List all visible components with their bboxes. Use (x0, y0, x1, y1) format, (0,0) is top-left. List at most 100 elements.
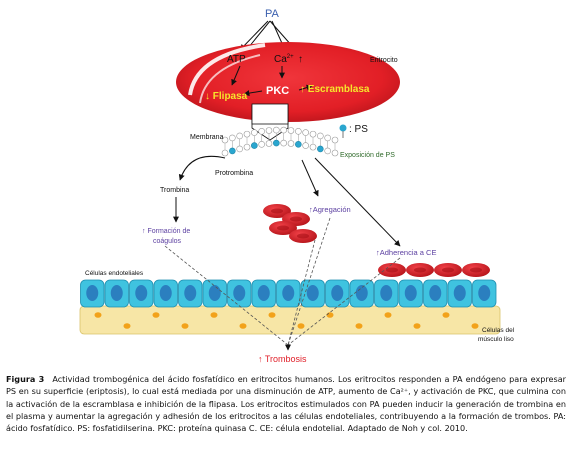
endothelial-nucleus (331, 285, 344, 301)
lipid-head-inner (243, 143, 251, 151)
flipasa-label: ↓ Flipasa (205, 91, 248, 102)
endothelial-nucleus (380, 285, 393, 301)
lipid-head-outer (243, 130, 251, 138)
lipid-head-outer (273, 126, 280, 134)
endothelial-nucleus (135, 285, 148, 301)
lipid-head-inner (280, 139, 287, 147)
muscle-nucleus (355, 323, 363, 329)
lipid-head-outer (302, 129, 309, 136)
muscle-nucleus (239, 323, 247, 329)
lipid-head-inner (258, 141, 265, 148)
smooth-muscle-nuclei (94, 312, 479, 329)
endothelial-nucleus (306, 285, 319, 301)
thrombogenic-diagram: PA ATP Ca2+ ↑ PKC ↓ Flipasa ↑ Escramblas… (79, 8, 515, 364)
endothelial-nucleus (257, 285, 270, 301)
ca-up-arrow: ↑ (298, 54, 303, 65)
arrow-pkc-escramblasa (298, 84, 313, 91)
atp-label: ATP (227, 54, 246, 65)
muscle-nucleus (94, 312, 102, 318)
pkc-label: PKC (266, 85, 289, 97)
ps-key (339, 124, 347, 138)
lipid-head-inner (287, 140, 295, 147)
formacion-label-2: coágulos (153, 238, 182, 245)
erythrocyte-highlight-2 (199, 54, 261, 104)
ps-head (229, 147, 236, 155)
lipid-head-outer (229, 134, 236, 142)
lipid-head-outer (309, 130, 317, 138)
lipid-head-outer (295, 128, 302, 135)
muscle-nucleus (471, 323, 479, 329)
lipid-head-inner (265, 140, 273, 147)
lipid-head-inner (236, 145, 243, 153)
ps-head (295, 141, 302, 148)
ca-label: Ca2+ (274, 54, 294, 65)
muscle-nucleus (297, 323, 305, 329)
muscle-nucleus (326, 312, 334, 318)
endothelial-nucleus (110, 285, 123, 301)
muscle-nucleus (413, 323, 421, 329)
muscle-nucleus (210, 312, 218, 318)
muscle-nucleus (181, 323, 189, 329)
lipid-head-inner (309, 143, 317, 151)
celulas-musculo-label-2: músculo liso (478, 336, 514, 343)
arrow-atp-flipasa (231, 65, 241, 86)
lipid-head-inner (221, 149, 229, 157)
celulas-musculo-label-1: Células del (482, 327, 515, 334)
arrow-to-adherencia (314, 157, 401, 247)
eritrocito-label: Eritrocito (370, 57, 398, 64)
dashed-converging-lines (164, 217, 401, 346)
endothelial-nucleus (404, 285, 417, 301)
muscle-nucleus (152, 312, 160, 318)
ps-head (273, 139, 280, 147)
ps-key-label: : PS (349, 124, 368, 135)
erythrocyte-highlight (188, 43, 266, 96)
lipid-head-inner (324, 147, 331, 155)
caption-text: Actividad trombogénica del ácido fosfatí… (6, 374, 567, 434)
lipid-head-outer (317, 132, 324, 140)
lipid-head-inner (331, 149, 339, 157)
endothelial-nucleus (453, 285, 466, 301)
membrane-bilayer: /* placeholder to keep group */ (221, 126, 339, 157)
lipid-head-outer (236, 132, 243, 140)
adherencia-label: ↑Adherencia a CE (376, 248, 436, 257)
endothelial-nucleus (355, 285, 368, 301)
lipid-head-outer (251, 129, 258, 136)
lipid-head-outer (258, 128, 265, 135)
endothelial-nucleus (478, 285, 491, 301)
erythrocyte-body (176, 42, 400, 122)
endothelial-nucleus (429, 285, 442, 301)
lipid-head-outer (280, 126, 287, 134)
lipid-head-outer (324, 134, 331, 142)
adhered-erythrocytes (378, 263, 490, 277)
trombosis-label: ↑ Trombosis (258, 354, 307, 364)
membrane-zoom-box (251, 103, 289, 125)
lipid-head-inner (302, 142, 309, 149)
arrow-to-agregacion (301, 159, 319, 197)
caption-figure-label: Figura 3 (6, 374, 45, 384)
endothelial-nucleus (184, 285, 197, 301)
endothelial-nucleus (282, 285, 295, 301)
trombina-label: Trombina (160, 187, 189, 194)
agregacion-label: ↑Agregación (309, 205, 351, 214)
aggregated-erythrocytes (263, 204, 317, 243)
muscle-nucleus (123, 323, 131, 329)
lipid-head-outer (287, 127, 295, 134)
endothelial-nucleus (86, 285, 99, 301)
celulas-endoteliales-label: Células endoteliales (85, 270, 144, 277)
muscle-nucleus (442, 312, 450, 318)
muscle-nucleus (268, 312, 276, 318)
ps-head (317, 145, 324, 153)
ps-head (251, 142, 258, 149)
endothelial-nucleus (233, 285, 246, 301)
arrow-to-trombina (178, 155, 226, 181)
pa-label: PA (265, 8, 280, 20)
exposicion-label: Exposición de PS (340, 152, 395, 159)
lipid-head-outer (331, 136, 339, 144)
arrow-pkc-flipasa (243, 90, 263, 97)
formacion-label-1: ↑ Formación de (142, 228, 190, 235)
smooth-muscle-layer (79, 305, 501, 335)
escramblasa-label: ↑ Escramblasa (300, 84, 370, 95)
endothelial-layer (80, 279, 497, 308)
membrana-label: Membrana (190, 134, 224, 141)
